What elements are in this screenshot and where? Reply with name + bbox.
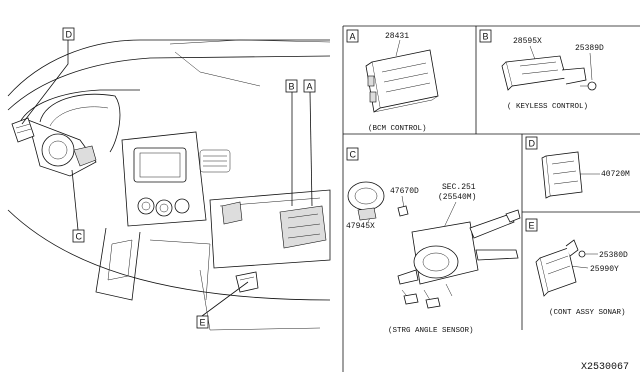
panel-c-letter-box xyxy=(346,147,359,161)
panel-c-section-ref: SEC.251 xyxy=(442,183,476,192)
callout-leaders xyxy=(21,40,313,317)
panel-a-letter-box xyxy=(346,29,359,43)
panel-b-letter-box xyxy=(479,29,492,43)
panel-b: B 28595X 25389D ( KEYLESS CONTROL) xyxy=(479,29,604,111)
panel-b-part-number-1: 28595X xyxy=(513,37,542,46)
panel-b-caption: ( KEYLESS CONTROL) xyxy=(507,103,588,111)
panel-c-letter: C xyxy=(350,150,357,160)
bcm-module-drawing xyxy=(365,49,439,113)
panel-b-part-number-2: 25389D xyxy=(575,44,604,53)
svg-text:E: E xyxy=(200,318,206,328)
panel-e-letter: E xyxy=(529,221,535,231)
panel-e: E 25380D 25990Y (CONT ASSY SONAR) xyxy=(525,218,628,317)
sonar-control-drawing xyxy=(535,239,586,297)
panel-c: C 47670D 47945X SEC.251 (25540M) (ST xyxy=(346,147,521,335)
keyless-module-drawing xyxy=(501,55,597,91)
panel-c-caption: (STRG ANGLE SENSOR) xyxy=(388,327,474,335)
callout-box-e[interactable]: E xyxy=(196,315,209,329)
panel-c-part-number-2: 47945X xyxy=(346,222,375,231)
panel-a: A 28431 (BCM CONTROL) xyxy=(346,29,439,133)
svg-text:C: C xyxy=(76,232,83,242)
svg-text:B: B xyxy=(289,82,295,92)
panel-c-section-ref-part: (25540M) xyxy=(438,193,476,202)
panel-d-letter-box xyxy=(525,136,538,150)
panel-d-letter: D xyxy=(529,139,536,149)
panel-e-part-number-2: 25990Y xyxy=(590,265,619,274)
panel-e-part-number-1: 25380D xyxy=(599,251,628,260)
diagram-reference-number: X2530067 xyxy=(581,362,629,372)
panel-a-caption: (BCM CONTROL) xyxy=(368,125,427,133)
detail-panels-frame xyxy=(342,25,640,372)
svg-text:A: A xyxy=(307,82,313,92)
panel-e-caption: (CONT ASSY SONAR) xyxy=(549,309,626,317)
dashboard-illustration xyxy=(7,39,331,331)
panel-d-part-number: 40720M xyxy=(601,170,630,179)
panel-a-part-number: 28431 xyxy=(385,32,409,41)
panel-d: D 40720M xyxy=(525,136,630,199)
panel-d-module-drawing xyxy=(541,151,583,199)
callout-box-c[interactable]: C xyxy=(72,229,85,243)
panel-a-letter: A xyxy=(350,32,356,42)
panel-b-letter: B xyxy=(483,32,489,42)
callout-box-d[interactable]: D xyxy=(62,27,75,41)
steering-angle-sensor-drawing xyxy=(347,181,521,309)
svg-text:D: D xyxy=(66,30,73,40)
panel-e-letter-box xyxy=(525,218,538,232)
callout-box-b[interactable]: B xyxy=(285,79,298,93)
callout-box-a[interactable]: A xyxy=(303,79,316,93)
panel-c-part-number-1: 47670D xyxy=(390,187,419,196)
